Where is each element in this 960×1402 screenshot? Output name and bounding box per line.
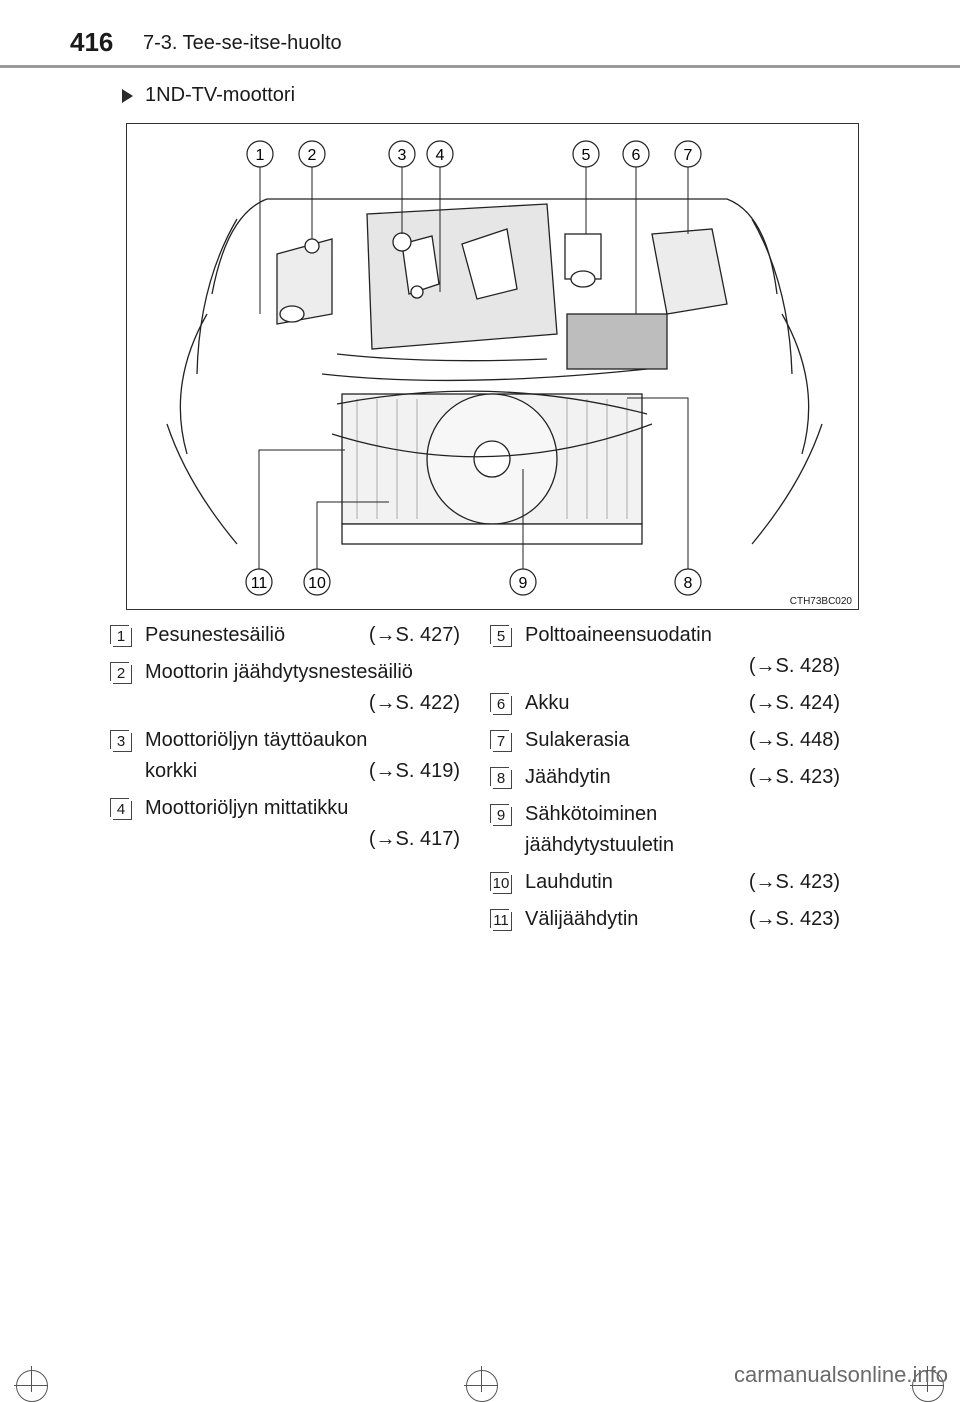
legend-text: Jäähdytin xyxy=(525,766,611,788)
callout-label-3: 3 xyxy=(398,147,407,164)
page-reference: (→S. 422) xyxy=(368,692,460,714)
engine-bay-figure: 1 2 3 4 5 6 7 11 10 9 8 CTH73BC020 xyxy=(126,123,859,610)
legend-text: Moottorin jäähdytysnestesäiliö xyxy=(145,661,413,683)
callout-circle-9 xyxy=(509,568,537,596)
callout-circle-2 xyxy=(298,140,326,168)
callout-label-9: 9 xyxy=(519,575,528,592)
legend-text: Sulakerasia xyxy=(525,729,630,751)
legend-number: 9 xyxy=(490,804,512,826)
page-reference: (→S. 448) xyxy=(748,729,840,751)
page-reference: (→S. 423) xyxy=(748,766,840,788)
callout-label-8: 8 xyxy=(684,575,693,592)
legend-text: Pesunestesäiliö xyxy=(145,624,286,646)
section-title-text: 1ND-TV-moottori xyxy=(145,84,296,106)
legend-item-11: 11 Välijäähdytin (→S. 423) xyxy=(490,904,840,935)
legend-text: Lauhdutin xyxy=(525,871,613,893)
legend-item-6: 6 Akku (→S. 424) xyxy=(490,688,840,719)
callout-leader-lines xyxy=(258,167,689,569)
page-reference: (→S. 424) xyxy=(748,692,840,714)
callout-circle-6 xyxy=(622,140,650,168)
legend-item-7: 7 Sulakerasia (→S. 448) xyxy=(490,725,840,756)
page-header: 416 7-3. Tee-se-itse-huolto xyxy=(0,0,960,70)
callout-circle-8 xyxy=(674,568,702,596)
callout-label-6: 6 xyxy=(632,147,641,164)
callout-circle-4 xyxy=(426,140,454,168)
legend-item-1: 1 Pesunestesäiliö (→S. 427) xyxy=(110,620,460,651)
callout-label-11: 11 xyxy=(251,575,268,592)
legend-number: 8 xyxy=(490,767,512,789)
legend-number: 3 xyxy=(110,730,132,752)
legend-text: Moottoriöljyn täyttöaukon xyxy=(145,729,368,751)
callout-label-2: 2 xyxy=(308,147,317,164)
legend-text: Sähkötoiminen xyxy=(525,803,658,825)
legend-left-column: 1 Pesunestesäiliö (→S. 427) 2 Moottorin jääh… xyxy=(110,620,460,861)
callout-label-7: 7 xyxy=(684,147,693,164)
legend-number: 4 xyxy=(110,798,132,820)
header-rule xyxy=(0,65,960,68)
legend-item-3: 3 Moottoriöljyn täyttöaukon korkki (→S. 419… xyxy=(110,725,460,787)
callout-circle-11 xyxy=(245,568,273,596)
page-reference: (→S. 428) xyxy=(748,655,840,677)
legend-item-4: 4 Moottoriöljyn mittatikku (→S. 417) xyxy=(110,793,460,855)
legend-number: 10 xyxy=(490,872,512,894)
legend-item-9: 9 Sähkötoiminen jäähdytystuuletin xyxy=(490,799,840,861)
top-callouts: 1 2 3 4 5 6 7 xyxy=(246,140,702,168)
callout-label-5: 5 xyxy=(582,147,591,164)
chapter-title: 7-3. Tee-se-itse-huolto xyxy=(143,32,342,54)
legend-text: Moottoriöljyn mittatikku xyxy=(145,797,349,819)
legend-number: 1 xyxy=(110,625,132,647)
legend-text: Polttoaineensuodatin xyxy=(525,624,712,646)
legend-item-8: 8 Jäähdytin (→S. 423) xyxy=(490,762,840,793)
legend-number: 11 xyxy=(490,909,512,931)
triangle-bullet-icon xyxy=(122,88,133,103)
page-number: 416 xyxy=(70,27,114,57)
legend-item-2: 2 Moottorin jäähdytysnestesäiliö (→S. 422) xyxy=(110,657,460,719)
page-reference: (→S. 427) xyxy=(368,624,460,646)
callout-label-4: 4 xyxy=(436,147,445,164)
legend-item-10: 10 Lauhdutin (→S. 423) xyxy=(490,867,840,898)
legend-text: jäähdytystuuletin xyxy=(525,834,674,856)
watermark: carmanualsonline.info xyxy=(733,1362,948,1387)
page-reference: (→S. 423) xyxy=(748,871,840,893)
callout-circle-3 xyxy=(388,140,416,168)
legend-number: 5 xyxy=(490,625,512,647)
page-reference: (→S. 423) xyxy=(748,908,840,930)
legend-text: Akku xyxy=(525,692,570,714)
legend-text: korkki xyxy=(145,760,198,782)
legend-item-5: 5 Polttoaineensuodatin (→S. 428) xyxy=(490,620,840,682)
page-reference: (→S. 417) xyxy=(368,828,460,850)
callout-circle-7 xyxy=(674,140,702,168)
engine-bay-illustration xyxy=(166,198,823,545)
figure-code: CTH73BC020 xyxy=(789,596,852,607)
page-reference: (→S. 419) xyxy=(368,760,460,782)
bottom-callouts: 11 10 9 8 xyxy=(245,568,702,596)
legend-number: 7 xyxy=(490,730,512,752)
callout-label-10: 10 xyxy=(308,575,326,592)
callout-circle-5 xyxy=(572,140,600,168)
callout-circle-1 xyxy=(246,140,274,168)
engine-bay-drawing: 1 2 3 4 5 6 7 11 10 9 8 xyxy=(166,140,823,596)
legend-number: 2 xyxy=(110,662,132,684)
legend-number: 6 xyxy=(490,693,512,715)
section-title: 1ND-TV-moottori xyxy=(122,84,295,107)
callout-circle-10 xyxy=(303,568,331,596)
callout-label-1: 1 xyxy=(256,147,265,164)
legend-text: Välijäähdytin xyxy=(525,908,639,930)
legend-right-column: 5 Polttoaineensuodatin (→S. 428) 6 Akku (→S. … xyxy=(490,620,840,941)
